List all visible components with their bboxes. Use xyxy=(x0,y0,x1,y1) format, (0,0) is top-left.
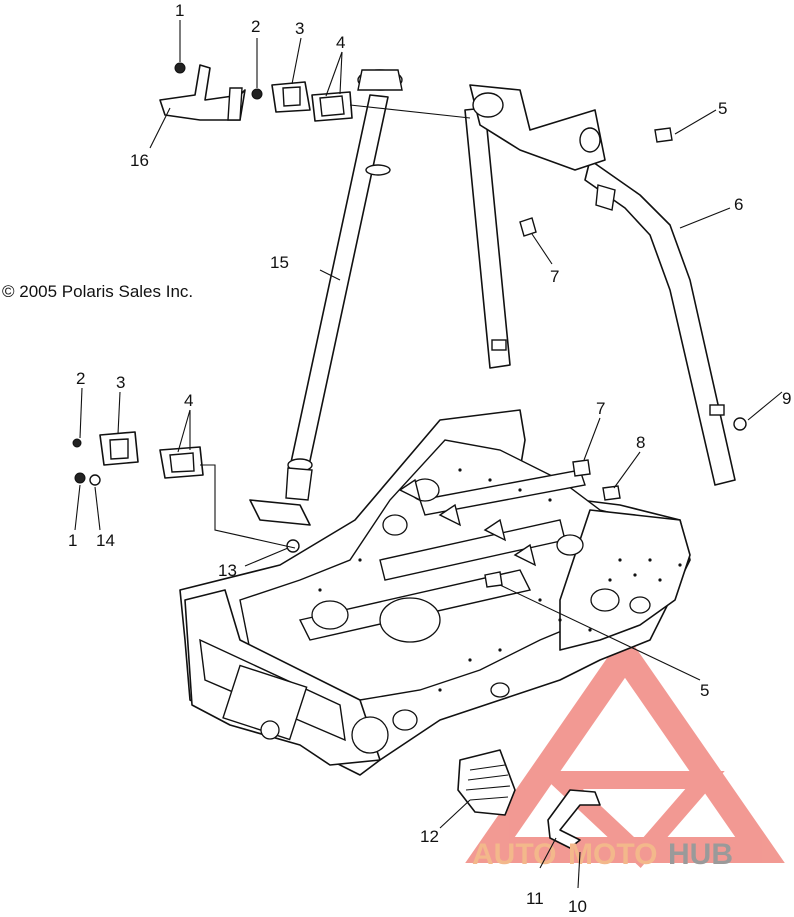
watermark-part3: HUB xyxy=(668,838,733,871)
boot-12 xyxy=(457,749,516,816)
callout-2-top: 2 xyxy=(251,17,260,36)
callout-3-left: 3 xyxy=(116,373,125,392)
callout-7-lower: 7 xyxy=(596,399,605,418)
clamps-lower-3-4 xyxy=(99,431,204,479)
callout-8: 8 xyxy=(636,433,645,452)
callout-10: 10 xyxy=(568,897,587,916)
callout-13: 13 xyxy=(218,561,237,580)
callout-6: 6 xyxy=(734,195,743,214)
callout-11: 11 xyxy=(526,889,544,908)
callout-16: 16 xyxy=(130,151,149,170)
copyright-notice: © 2005 Polaris Sales Inc. xyxy=(2,282,194,301)
steering-post-15 xyxy=(249,69,403,526)
frame-chassis xyxy=(179,409,691,776)
callout-1-left: 1 xyxy=(68,531,77,550)
callout-2-left: 2 xyxy=(76,369,85,388)
callout-12: 12 xyxy=(420,827,439,846)
leader-lines xyxy=(74,20,783,889)
callout-3-top: 3 xyxy=(295,19,304,38)
hardware xyxy=(72,62,747,588)
callout-4-top: 4 xyxy=(336,33,345,52)
callout-5-top: 5 xyxy=(718,99,727,118)
strap-11 xyxy=(547,789,601,849)
callout-15: 15 xyxy=(270,253,289,272)
watermark-logo xyxy=(465,632,785,868)
callout-labels: 1 2 3 4 16 15 5 6 7 9 2 3 4 7 8 1 14 13 … xyxy=(68,1,791,916)
callout-9: 9 xyxy=(782,389,791,408)
callout-4-left: 4 xyxy=(184,391,193,410)
watermark-part1: AUTO xyxy=(472,838,556,871)
rear-hoop-6 xyxy=(464,84,736,486)
callout-1-top: 1 xyxy=(175,1,184,20)
callout-5-lower: 5 xyxy=(700,681,709,700)
callout-14: 14 xyxy=(96,531,115,550)
watermark-text: AUTO MOTO HUB xyxy=(472,838,733,871)
watermark-part2: MOTO xyxy=(568,838,657,871)
bracket-16 xyxy=(159,64,246,121)
clamps-upper-3-4 xyxy=(271,81,353,122)
callout-7-upper: 7 xyxy=(550,267,559,286)
